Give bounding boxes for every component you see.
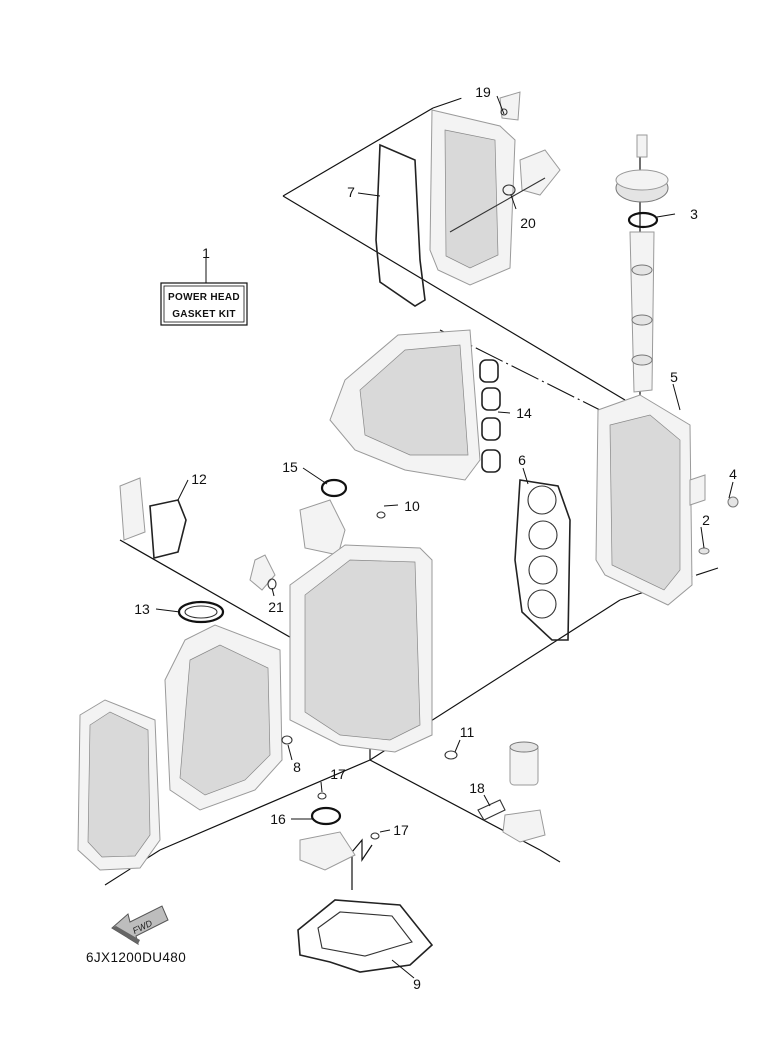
- intake-manifold: [299, 329, 481, 556]
- callout-16: 16: [270, 811, 286, 827]
- callout-11: 11: [460, 724, 475, 740]
- gasket-kit-label-box: POWER HEAD GASKET KIT: [160, 282, 248, 326]
- kit-label-line2: GASKET KIT: [172, 309, 236, 320]
- callout-leaders: [155, 95, 734, 979]
- cylinder-head: [595, 394, 739, 606]
- callout-17a: 17: [330, 766, 346, 782]
- camshaft-assembly: [615, 134, 669, 393]
- callout-12: 12: [191, 471, 207, 487]
- callout-9: 9: [413, 976, 421, 992]
- cylinder-block: [289, 544, 433, 753]
- callout-1: 1: [202, 245, 210, 261]
- head-cover-gasket-7: [375, 143, 426, 307]
- callout-3: 3: [690, 206, 698, 222]
- exhaust-cover-12: [119, 477, 187, 560]
- callout-10: 10: [404, 498, 420, 514]
- cylinder-head-gasket-6: [514, 479, 571, 641]
- diagram-code: 6JX1200DU480: [86, 950, 186, 965]
- oil-strainer-16: [299, 806, 356, 871]
- callout-4: 4: [729, 466, 737, 482]
- intake-gaskets-14: [479, 359, 501, 473]
- callout-20: 20: [520, 215, 536, 231]
- callout-21: 21: [268, 599, 284, 615]
- crankcase: [77, 699, 161, 871]
- callout-2: 2: [702, 512, 710, 528]
- callout-numbers: 1 2 3 4 5 6 7 8 9 10 11 12 13 14 15 16 1…: [134, 84, 737, 992]
- oil-seal-13: [177, 600, 225, 624]
- callout-19: 19: [475, 84, 491, 100]
- fwd-arrow-icon: FWD: [111, 905, 169, 946]
- callout-15: 15: [282, 459, 298, 475]
- callout-5: 5: [670, 369, 678, 385]
- oil-filter-assembly: [477, 741, 546, 843]
- cylinder-head-cover: [429, 91, 561, 286]
- small-parts: [267, 108, 516, 840]
- callout-7: 7: [347, 184, 355, 200]
- callout-18: 18: [469, 780, 485, 796]
- kit-label-line1: POWER HEAD: [168, 292, 240, 303]
- callout-14: 14: [516, 405, 532, 421]
- callout-6: 6: [518, 452, 526, 468]
- callout-17b: 17: [393, 822, 409, 838]
- crankshaft: [164, 624, 283, 811]
- callout-13: 13: [134, 601, 150, 617]
- callout-8: 8: [293, 759, 301, 775]
- exhaust-guide-gasket-9: [297, 899, 434, 973]
